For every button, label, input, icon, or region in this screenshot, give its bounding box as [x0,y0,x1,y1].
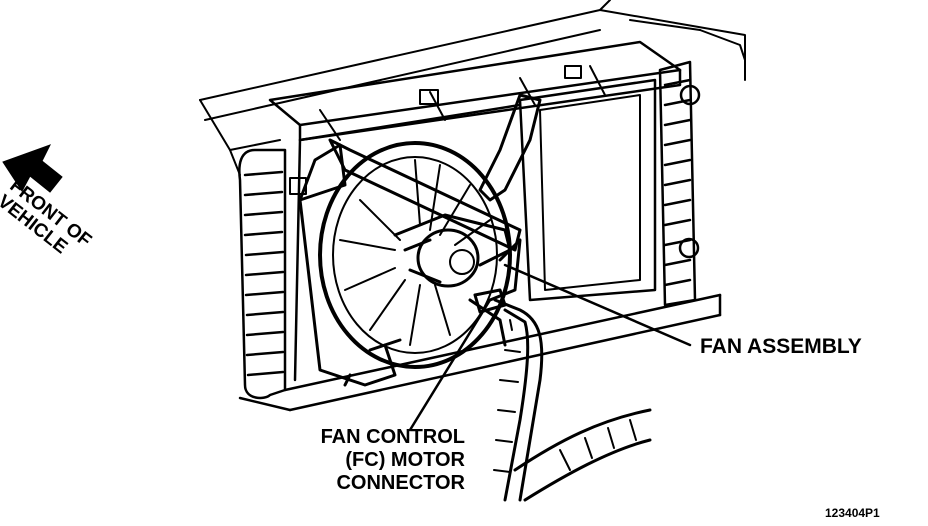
upper-body-panel [199,0,746,176]
fan-control-motor-connector-label: FAN CONTROL (FC) MOTOR CONNECTOR [285,426,465,495]
fan-control-line1: FAN CONTROL [320,426,465,448]
figure-code: 123404P1 [825,506,880,520]
core-support-top [268,40,682,142]
front-arrow-icon [2,144,63,193]
fan-control-line3: CONNECTOR [336,472,465,494]
fan-motor-hub [393,213,512,288]
fan-control-line2: (FC) MOTOR [345,449,465,471]
right-radiator-tank [658,60,701,307]
lower-hose [513,408,652,502]
radiator-core [293,78,657,382]
fan-blades [318,141,512,369]
fan-assembly-leader [503,263,692,347]
leader-lines [408,263,692,432]
wiring-harness [473,288,544,502]
fan-shroud [298,93,542,387]
core-support-bottom [238,293,722,412]
fan-assembly-label: FAN ASSEMBLY [700,335,862,358]
fc-connector-leader [408,298,492,432]
